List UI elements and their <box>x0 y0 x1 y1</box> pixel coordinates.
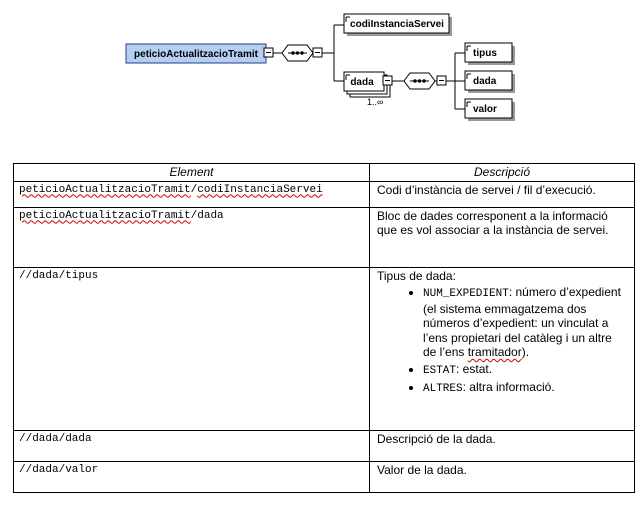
option-text: : altra informació. <box>462 380 555 394</box>
list-item: ALTRES: altra informació. <box>423 380 627 397</box>
instance-element-box: codiInstanciaServei <box>343 13 452 36</box>
element-separator: / <box>190 209 198 222</box>
sequence-compositor-2 <box>403 72 447 90</box>
child-valor-box: valor <box>464 98 515 121</box>
option-code: ALTRES <box>423 383 463 395</box>
dada-cardinality: 1..∞ <box>367 97 383 107</box>
description-cell: Valor de la dada. <box>369 460 635 493</box>
table-row: //dada/dada Descripció de la dada. <box>13 429 635 462</box>
root-element-label: peticioActualitzacioTramit <box>134 49 259 60</box>
option-code: NUM_EXPEDIENT <box>423 288 509 300</box>
header-element: Element <box>13 163 370 182</box>
element-cell: peticioActualitzacioTramit/dada <box>13 206 370 268</box>
child-dada-label: dada <box>473 76 497 87</box>
element-cell: //dada/tipus <box>13 266 370 431</box>
option-text: : número d’expedient (el sistema emmagat… <box>423 285 621 359</box>
schema-diagram: peticioActualitzacioTramit codiInstancia… <box>125 13 515 121</box>
description-cell: Bloc de dades corresponent a la informac… <box>369 206 635 268</box>
list-item: ESTAT: estat. <box>423 362 627 379</box>
sequence-compositor <box>281 44 323 62</box>
element-suffix: codiInstanciaServei <box>197 183 323 196</box>
table-row: //dada/tipus Tipus de dada: NUM_EXPEDIEN… <box>13 266 635 431</box>
list-item: NUM_EXPEDIENT: número d’expedient (el si… <box>423 285 627 360</box>
element-separator: / <box>190 183 198 196</box>
child-valor-label: valor <box>473 104 497 115</box>
header-description: Descripció <box>369 163 635 182</box>
child-tipus-label: tipus <box>473 48 497 59</box>
table-header-row: Element Descripció <box>13 163 635 182</box>
table-row: //dada/valor Valor de la dada. <box>13 460 635 493</box>
description-cell: Tipus de dada: NUM_EXPEDIENT: número d’e… <box>369 266 635 431</box>
element-prefix: peticioActualitzacioTramit <box>19 209 191 222</box>
description-intro: Tipus de dada: <box>377 268 456 283</box>
child-dada-box: dada <box>464 70 515 93</box>
element-cell: //dada/valor <box>13 460 370 493</box>
dada-element-box: dada 1..∞ <box>343 71 393 107</box>
option-text-end: ). <box>521 345 530 359</box>
element-suffix: dada <box>197 209 224 222</box>
option-list: NUM_EXPEDIENT: número d’expedient (el si… <box>377 285 627 397</box>
connector-lines <box>273 24 465 110</box>
table-row: peticioActualitzacioTramit/codiInstancia… <box>13 180 635 208</box>
table-row: peticioActualitzacioTramit/dada Bloc de … <box>13 206 635 268</box>
description-cell: Descripció de la dada. <box>369 429 635 462</box>
option-text-underlined: tramitador <box>467 345 522 359</box>
description-cell: Codi d’instància de servei / fil d’execu… <box>369 180 635 208</box>
root-element-box: peticioActualitzacioTramit <box>125 43 274 64</box>
element-cell: //dada/dada <box>13 429 370 462</box>
option-text: : estat. <box>456 361 493 376</box>
dada-element-label: dada <box>350 77 374 88</box>
instance-element-label: codiInstanciaServei <box>350 19 444 30</box>
child-tipus-box: tipus <box>464 42 515 65</box>
element-description-table: Element Descripció peticioActualitzacioT… <box>13 163 635 493</box>
option-code: ESTAT <box>423 364 457 377</box>
element-cell: peticioActualitzacioTramit/codiInstancia… <box>13 180 370 208</box>
element-prefix: peticioActualitzacioTramit <box>19 183 191 196</box>
